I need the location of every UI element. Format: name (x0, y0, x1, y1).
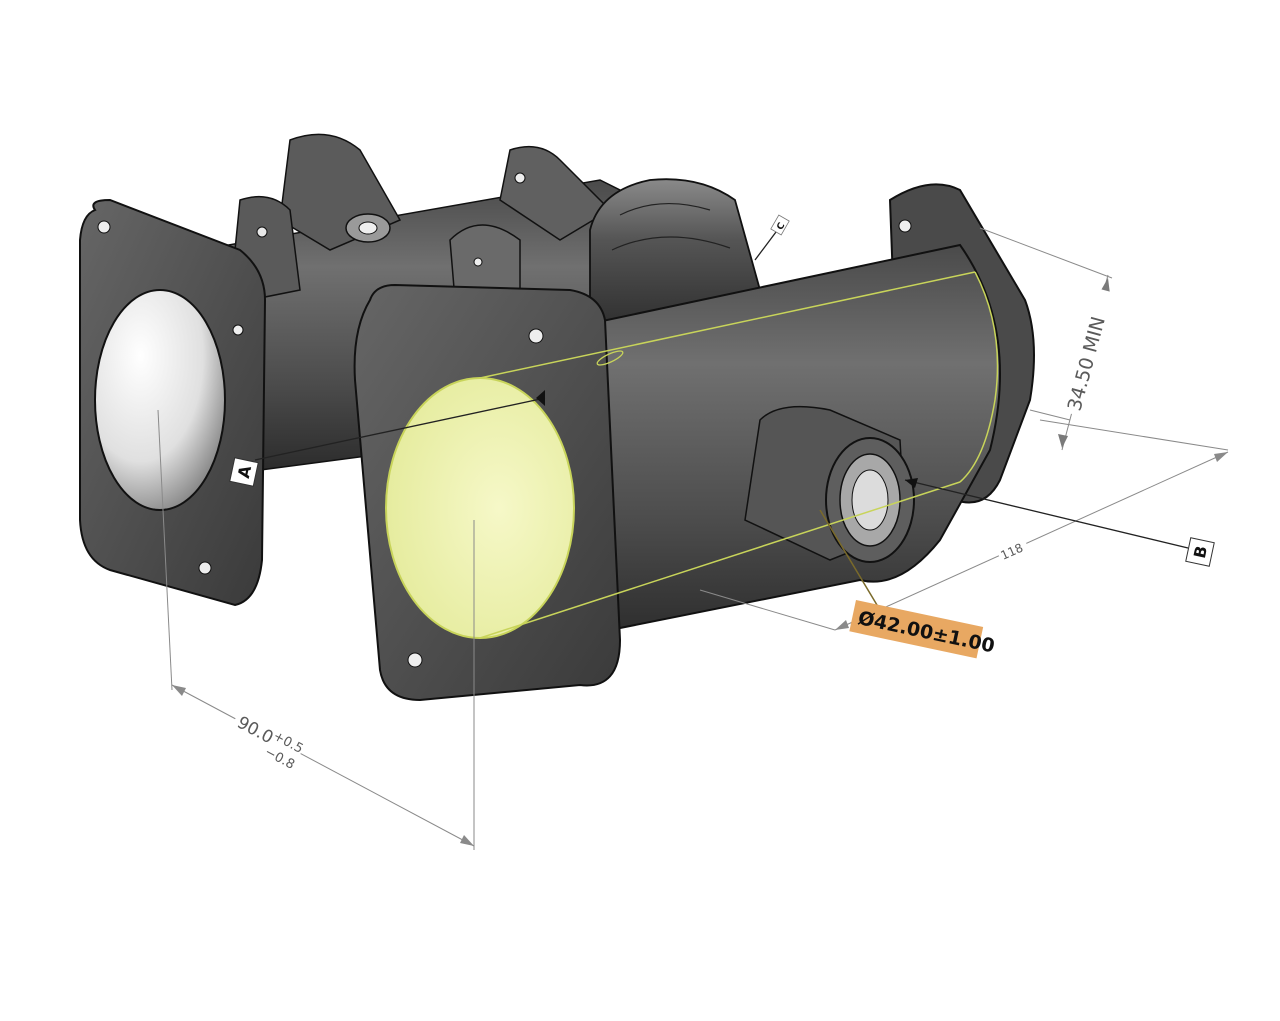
datum-C[interactable]: C (754, 214, 790, 261)
left-bore (94, 289, 226, 511)
slot-feature (596, 350, 624, 366)
datum-A-label: A (234, 463, 255, 480)
dimension-118: 118 (699, 419, 1229, 631)
datum-B[interactable]: B (904, 478, 1215, 567)
front-throttle-body (353, 178, 1035, 702)
highlighted-bore (385, 377, 575, 639)
datum-A[interactable]: A (229, 390, 546, 487)
datum-C-label: C (775, 221, 787, 232)
dim-34-50-value: 34.50 MIN (1064, 314, 1110, 413)
dimension-90: 90.0 +0.5 −0.8 (157, 409, 475, 850)
bore-diameter-value: Ø42.00±1.00 (856, 607, 997, 657)
left-flange (79, 198, 267, 607)
datum-B-label: B (1190, 544, 1211, 560)
